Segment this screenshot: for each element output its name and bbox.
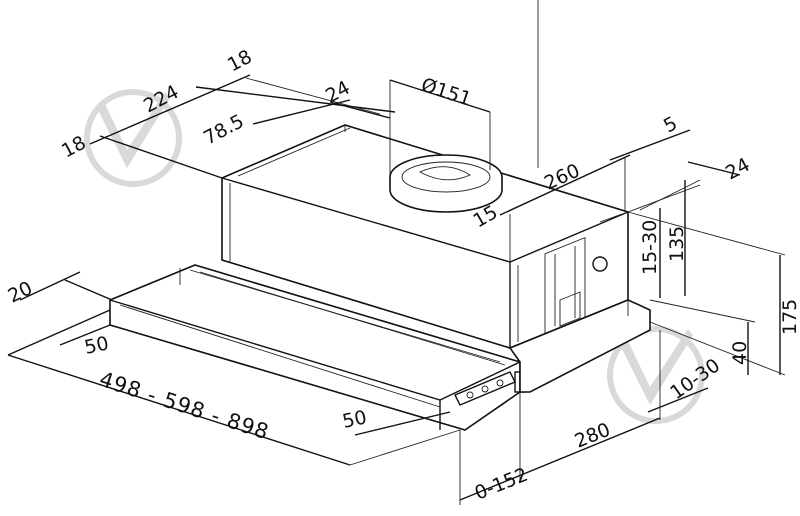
label-0-152: 0-152 <box>472 464 531 505</box>
dimension-lines <box>7 74 786 505</box>
label-260: 260 <box>541 160 583 195</box>
label-50-right: 50 <box>340 406 368 433</box>
label-40: 40 <box>729 341 751 365</box>
watermark-right <box>607 326 705 424</box>
label-24-side: 24 <box>722 154 754 185</box>
label-280: 280 <box>572 419 614 453</box>
label-175: 175 <box>779 299 800 335</box>
label-15-30: 15-30 <box>639 220 661 275</box>
label-50-left: 50 <box>82 332 110 359</box>
housing-lower <box>508 299 651 393</box>
label-duct-diameter: Ø151 <box>418 74 474 111</box>
label-135: 135 <box>666 226 688 262</box>
watermark-left <box>84 89 182 187</box>
duct-collar <box>389 154 503 213</box>
label-18-top: 18 <box>224 46 256 77</box>
label-5: 5 <box>660 112 681 137</box>
label-78-5: 78.5 <box>200 110 248 149</box>
label-20: 20 <box>5 277 36 307</box>
label-widths: 498 - 598 - 898 <box>96 367 272 445</box>
